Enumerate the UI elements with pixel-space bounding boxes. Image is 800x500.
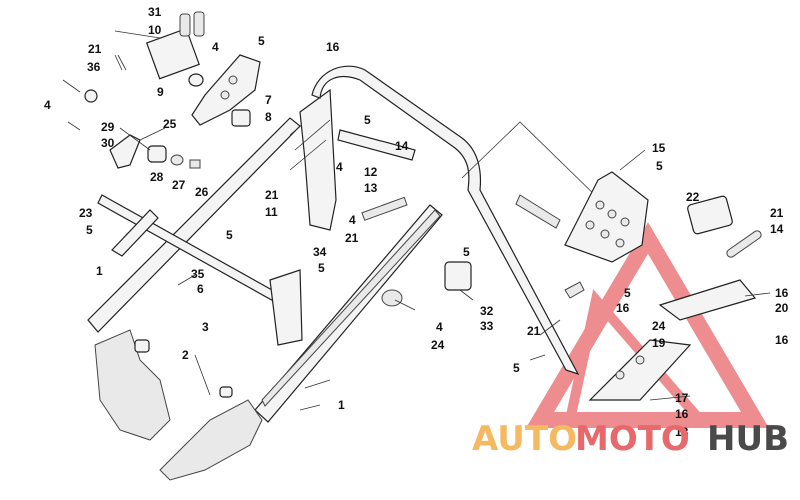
callout-20: 20 [775,301,789,315]
callout-5: 5 [463,245,470,259]
callout-32: 32 [480,304,494,318]
center-bracket [289,88,416,231]
callout-15: 15 [652,141,666,155]
callout-30: 30 [101,136,115,150]
callout-18: 18 [675,425,689,439]
callout-26: 26 [195,185,209,199]
watermark-word-moto: MOTO [575,419,690,459]
callout-21: 21 [345,231,359,245]
right-components [564,195,762,401]
callout-21: 21 [770,206,784,220]
callout-4: 4 [436,320,443,334]
callout-24: 24 [652,319,666,333]
callout-4: 4 [349,213,356,227]
callout-5: 5 [258,34,265,48]
callout-33: 33 [480,319,494,333]
perforated-plate [515,171,649,263]
callout-5: 5 [513,361,520,375]
callout-2: 2 [182,348,189,362]
callout-7: 7 [265,93,272,107]
callout-5: 5 [624,286,631,300]
callout-22: 22 [686,190,700,204]
callout-14: 14 [770,222,784,236]
callout-5: 5 [226,228,233,242]
callout-29: 29 [101,120,115,134]
callout-1: 1 [96,264,103,278]
callout-21: 21 [265,188,279,202]
callout-11: 11 [265,205,278,219]
leader-lines [119,127,771,411]
callout-9: 9 [157,85,164,99]
callout-21: 21 [88,42,102,56]
watermark-word-auto: AUTO [472,419,577,459]
callout-36: 36 [87,60,101,74]
callout-4: 4 [336,160,343,174]
switch-assembly [381,261,472,307]
callout-5: 5 [656,159,663,173]
callout-4: 4 [44,98,51,112]
callout-5: 5 [364,113,371,127]
callout-27: 27 [172,178,186,192]
callout-3: 3 [202,320,209,334]
callout-16: 16 [326,40,340,54]
callout-10: 10 [148,23,162,37]
callout-labels: 31 10 21 4 5 36 4 9 7 8 29 30 25 28 27 2… [44,5,789,439]
callout-5: 5 [318,261,325,275]
callout-13: 13 [364,181,378,195]
callout-16: 16 [675,407,689,421]
callout-1: 1 [338,398,345,412]
watermark-logo [525,222,769,428]
callout-5: 5 [86,223,93,237]
callout-6: 6 [197,282,204,296]
watermark-text: AUTO MOTO HUB [472,419,789,459]
callout-4: 4 [212,40,219,54]
roll-bar [311,65,601,376]
callout-14: 14 [395,139,409,153]
callout-24: 24 [431,338,445,352]
callout-23: 23 [79,206,93,220]
electrical-box-group [62,11,261,169]
callout-19: 19 [652,336,666,350]
callout-34: 34 [313,245,327,259]
callout-17: 17 [675,391,689,405]
chassis-casting [94,329,263,481]
callout-31: 31 [148,5,162,19]
callout-16: 16 [616,301,630,315]
callout-35: 35 [191,267,205,281]
callout-25: 25 [163,117,177,131]
callout-21: 21 [527,324,541,338]
callout-16: 16 [775,333,789,347]
callout-8: 8 [265,110,272,124]
callout-28: 28 [150,170,164,184]
frame-rails [87,117,443,423]
callout-12: 12 [364,165,378,179]
callout-16: 16 [775,286,789,300]
watermark-word-hub: HUB [707,419,789,459]
